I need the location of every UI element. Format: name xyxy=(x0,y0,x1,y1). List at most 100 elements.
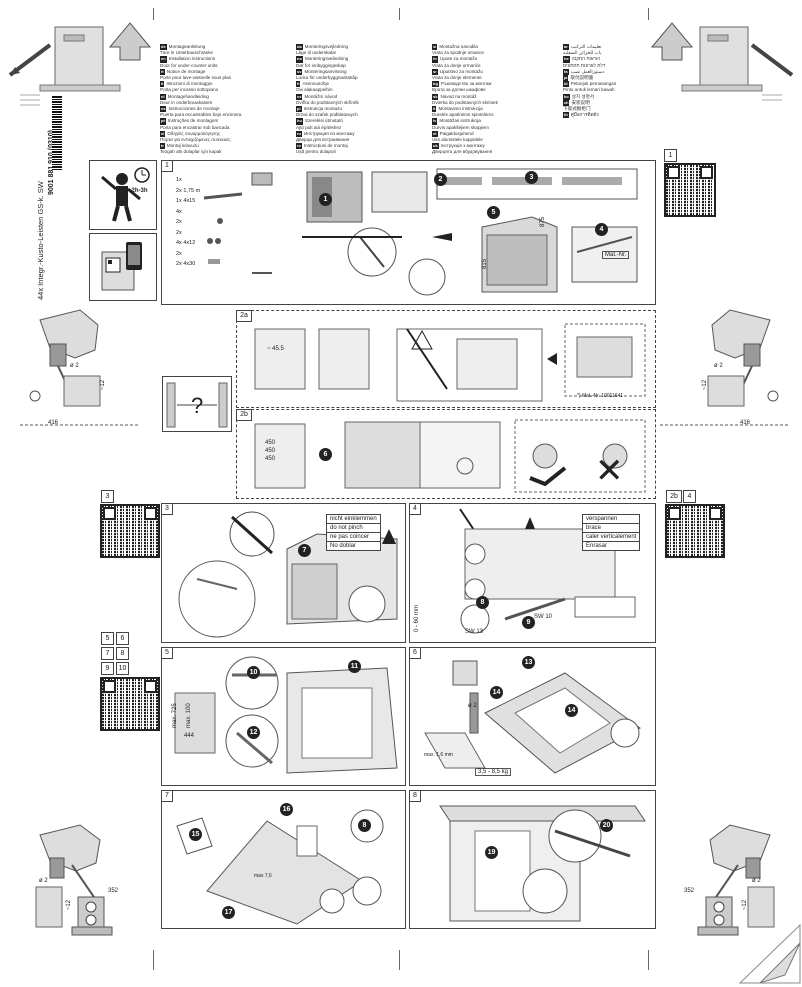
panel-4: 4 verspannen brace caler verticalement E… xyxy=(409,503,656,643)
drill-depth: ~12 xyxy=(100,379,107,391)
barcode xyxy=(52,96,62,170)
door-weight: 3,5 - 8,5 kg xyxy=(475,768,512,776)
wrong-x-icon: ✕ xyxy=(595,452,624,490)
step-9-marker: 9 xyxy=(522,616,535,629)
drill-diagram-bottom-right xyxy=(697,824,775,936)
step-20-marker: 20 xyxy=(600,819,613,832)
dimension-label: 444 xyxy=(184,733,195,739)
drill-distance: 416 xyxy=(740,420,751,426)
step-14b-marker: 14 xyxy=(565,704,578,717)
accessory-note: Mat.-Nr. xyxy=(602,251,630,259)
step-3-marker: 3 xyxy=(525,171,538,184)
panel-number: 2b xyxy=(236,409,252,421)
part-item: 2x 1,75 m xyxy=(176,187,201,194)
qr-code[interactable] xyxy=(665,504,725,558)
step-2-marker: 2 xyxy=(434,173,447,186)
qr-code[interactable] xyxy=(100,677,160,731)
svg-text:?: ? xyxy=(191,393,203,418)
page-curl-icon[interactable] xyxy=(738,923,801,984)
lang-row: Ovi alakaappeihin xyxy=(296,87,333,93)
panel2a-illustration xyxy=(254,323,646,402)
drill-diagram-right xyxy=(660,309,790,426)
part-item: 2x xyxy=(176,229,182,236)
drill-depth: ~12 xyxy=(66,899,73,911)
step-5-marker: 5 xyxy=(487,206,500,219)
panel-number: 2a xyxy=(236,310,252,322)
step-17-marker: 17 xyxy=(222,906,235,919)
wrench-size: SW 13 xyxy=(465,629,484,635)
qr-code[interactable] xyxy=(100,504,160,558)
qr-label: 9 xyxy=(101,662,114,675)
lang-row: Врата за долни шкафове xyxy=(432,87,486,93)
lang-row: Dvířka do podstavných skříněk xyxy=(296,99,359,105)
step-18-marker: 19 xyxy=(485,846,498,859)
drill-diameter: ø 2 xyxy=(39,878,48,884)
lang-row: Pintu untuk lemari bawah xyxy=(563,87,615,93)
lang-row: Porta per incasso sottopiano xyxy=(160,87,219,93)
question-measure-box: ? xyxy=(162,376,232,432)
qr-label: 10 xyxy=(116,662,129,675)
warning-text: Enrasar xyxy=(586,543,608,549)
step-1-marker: 1 xyxy=(319,193,332,206)
warning-text: ne pas coincer xyxy=(327,533,380,542)
step-8b-marker: 8 xyxy=(358,819,371,832)
warning-text: brace xyxy=(583,524,640,533)
lang-row: Vrata za donje elemente xyxy=(432,75,482,81)
lang-row: Vrata za spodnje omarice xyxy=(432,50,484,56)
drill-diameter: ø 2 xyxy=(468,703,477,709)
dimension-label: 450 xyxy=(265,456,276,462)
fold-mark-bot-mid xyxy=(399,950,400,970)
dishwasher-header-illustration-right xyxy=(650,22,794,101)
lang-row: 下嵌式橱柜门 xyxy=(563,106,591,112)
step-8-marker: 8 xyxy=(476,596,489,609)
thickness-note: max. 1,6 mm xyxy=(424,752,453,758)
step-12-marker: 12 xyxy=(247,726,260,739)
lang-row: Porte pour lave-vaisselle sous plan xyxy=(160,75,232,81)
lang-row: Door for under-counter units xyxy=(160,62,218,68)
part-item: 4x 4x12 xyxy=(176,240,196,246)
time-estimate: ~2h-3h xyxy=(128,188,148,194)
panel-number: 8 xyxy=(409,790,421,802)
dimension-label: 450 xyxy=(265,448,276,454)
dimension-label: ~ 45.5 xyxy=(267,346,284,352)
lang-row: Vrata za donje ormariće xyxy=(432,62,481,68)
drill-depth: ~12 xyxy=(742,899,749,911)
panel7-illustration xyxy=(176,809,384,925)
qr-label: 3 xyxy=(101,490,114,503)
drill-diameter: ø 2 xyxy=(70,363,79,369)
dimension-label: max 7,6 xyxy=(254,873,272,879)
lang-row: Ușă pentru dulapuri xyxy=(296,149,337,155)
accessory-note: *) Mat.-Nr. 10011641 xyxy=(577,393,624,399)
step-16-marker: 16 xyxy=(280,803,293,816)
fold-mark-top-right xyxy=(648,8,649,20)
drill-diameter: ø 2 xyxy=(752,878,761,884)
drill-depth: ~12 xyxy=(702,379,709,391)
qr-label: 7 xyxy=(101,647,114,660)
step-15-marker: 15 xyxy=(189,828,202,841)
drill-distance: 416 xyxy=(48,420,59,426)
drill-diagram-left xyxy=(20,309,140,426)
warning-text: caler verticalement xyxy=(583,533,640,542)
panel-7: 7 15 16 17 8 max 7,6 xyxy=(161,790,406,929)
warning-text: do not pinch xyxy=(327,524,380,533)
dimension-label: 450 xyxy=(265,440,276,446)
qr-code[interactable] xyxy=(664,163,716,217)
warning-text: verspannen xyxy=(583,515,640,524)
wrench-size: SW 10 xyxy=(534,614,553,620)
panel-number: 1 xyxy=(161,160,173,172)
